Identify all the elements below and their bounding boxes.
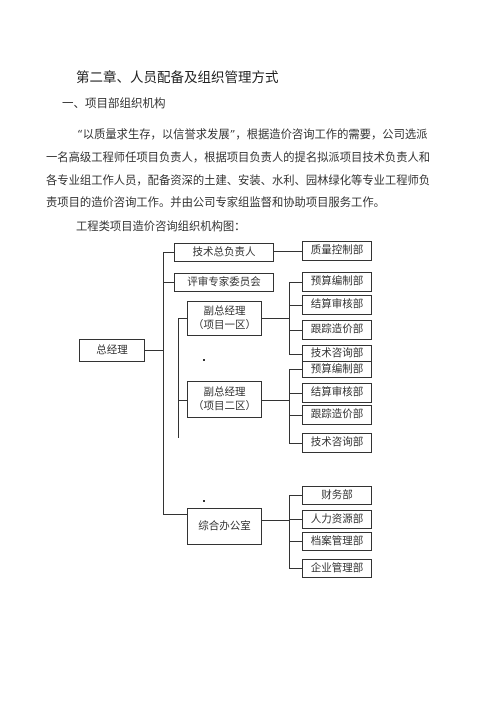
org-node-office: 综合办公室	[187, 508, 262, 545]
org-node-label: 跟踪造价部	[310, 323, 364, 336]
org-node-root: 总经理	[79, 339, 145, 362]
connector-zone1-c	[289, 330, 302, 331]
connector-vgm-trunk	[178, 318, 179, 438]
connector-office-c	[289, 541, 302, 542]
connector-root	[145, 350, 163, 351]
body-paragraph-line-1: “以质量求生存，以信誉求发展”，根据造价咨询工作的需要，公司选派	[77, 128, 428, 141]
org-node-label: 企业管理部	[310, 561, 364, 574]
org-node-label: 副总经理 （项目一区）	[193, 305, 256, 331]
connector-zone2-trunk	[289, 369, 290, 443]
connector-zone1-a	[289, 282, 302, 283]
connector-zone1-trunk	[289, 282, 290, 354]
connector-office-d	[289, 568, 302, 569]
connector-office-trunk	[289, 495, 290, 568]
org-node-label: 档案管理部	[310, 534, 364, 547]
org-node-label: 总经理	[96, 343, 128, 356]
body-paragraph-line-3: 各专业组工作人员，配备资深的土建、安装、水利、园林绿化等专业工程师负	[46, 174, 431, 187]
org-node-label: 预算编制部	[310, 362, 364, 375]
chapter-title: 第二章、人员配备及组织管理方式	[76, 70, 279, 86]
connector-zone2	[262, 400, 289, 401]
connector-office-depts	[262, 520, 289, 521]
org-node-quality-control: 质量控制部	[302, 241, 372, 261]
connector-expert-committee	[163, 282, 174, 283]
org-node-zone2-dept: 技术咨询部	[302, 433, 372, 453]
connector-zone1-d	[289, 354, 302, 355]
org-node-label-line-1: 副总经理	[203, 305, 246, 318]
org-node-vgm-zone2: 副总经理 （项目二区）	[187, 381, 262, 418]
org-node-zone1-dept: 结算审核部	[302, 295, 372, 315]
stray-dot	[203, 359, 205, 361]
connector-office	[163, 514, 187, 515]
connector-zone2-c	[289, 415, 302, 416]
org-node-label: 综合办公室	[198, 519, 251, 532]
connector-quality	[274, 251, 302, 252]
org-node-label: 跟踪造价部	[310, 408, 364, 421]
org-node-label: 质量控制部	[310, 244, 364, 257]
connector-vgm2	[178, 400, 187, 401]
org-node-tech-lead: 技术总负责人	[174, 243, 274, 262]
org-node-label: 技术咨询部	[310, 347, 364, 360]
connector-main-trunk	[163, 252, 164, 514]
org-node-label: 结算审核部	[310, 298, 364, 311]
org-node-label: 结算审核部	[310, 386, 364, 399]
connector-zone1	[262, 318, 289, 319]
org-node-zone1-dept: 跟踪造价部	[302, 320, 372, 340]
connector-zone2-d	[289, 443, 302, 444]
chart-caption: 工程类项目造价咨询组织机构图：	[76, 220, 246, 233]
org-node-label: 副总经理 （项目二区）	[193, 386, 256, 412]
org-node-label: 技术总负责人	[192, 245, 256, 258]
stray-dot	[203, 500, 205, 502]
org-node-zone2-dept: 预算编制部	[302, 361, 372, 378]
org-node-vgm-zone1: 副总经理 （项目一区）	[187, 301, 262, 336]
org-node-office-dept: 企业管理部	[302, 559, 372, 578]
connector-office-b	[289, 519, 302, 520]
org-node-zone1-dept: 预算编制部	[302, 272, 372, 292]
org-node-label-line-1: 副总经理	[203, 386, 246, 399]
org-node-zone2-dept: 结算审核部	[302, 383, 372, 403]
body-paragraph-line-2: 一名高级工程师任项目负责人，根据项目负责人的提名拟派项目技术负责人和	[46, 151, 431, 164]
org-node-label-line-2: （项目二区）	[193, 399, 256, 412]
org-node-expert-committee: 评审专家委员会	[174, 273, 274, 292]
connector-vgm1	[178, 318, 187, 319]
connector-zone1-b	[289, 305, 302, 306]
org-node-label: 预算编制部	[310, 275, 364, 288]
org-node-label: 人力资源部	[310, 512, 364, 525]
section-title: 一、项目部组织机构	[62, 96, 166, 110]
org-node-office-dept: 财务部	[302, 486, 372, 505]
connector-zone2-b	[289, 393, 302, 394]
org-node-label: 财务部	[321, 488, 353, 501]
org-node-label-line-2: （项目一区）	[193, 318, 256, 331]
org-node-label: 评审专家委员会	[187, 275, 261, 288]
org-node-zone2-dept: 跟踪造价部	[302, 405, 372, 425]
body-paragraph-line-4: 责项目的造价咨询工作。并由公司专家组监督和协助项目服务工作。	[46, 196, 385, 209]
org-node-office-dept: 档案管理部	[302, 532, 372, 551]
connector-tech-lead	[163, 252, 174, 253]
org-node-label: 技术咨询部	[310, 436, 364, 449]
connector-office-a	[289, 495, 302, 496]
connector-zone2-a	[289, 369, 302, 370]
org-node-office-dept: 人力资源部	[302, 510, 372, 529]
